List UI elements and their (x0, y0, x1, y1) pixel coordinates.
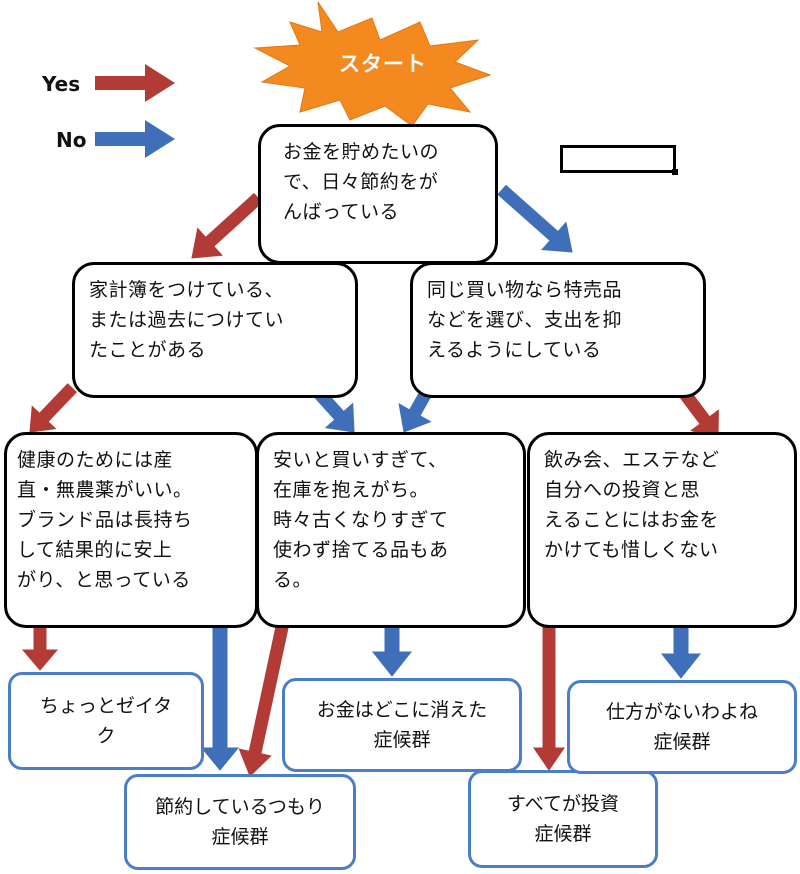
result-slight-luxury: ちょっとゼイタ ク (8, 672, 204, 770)
no-legend-label: No (56, 128, 87, 152)
arrow-health-no (200, 627, 240, 771)
empty-box (560, 145, 678, 175)
arrow-health-yes (21, 627, 59, 671)
result-where-money-went: お金はどこに消えた 症候群 (282, 678, 522, 772)
arrow-savings-no (497, 184, 573, 253)
result-pretend-saver: 節約しているつもり 症候群 (124, 774, 356, 870)
question-sale-items: 同じ買い物なら特売品 などを選び、支出を抑 えるようにしている (410, 262, 706, 398)
result-all-investment: すべてが投資 症候群 (468, 770, 658, 868)
arrow-investment-no (660, 627, 702, 679)
arrow-overbuying-yes (238, 616, 291, 777)
yes-legend-label: Yes (42, 72, 81, 96)
question-self-investment: 飲み会、エステなど 自分への投資と思 えることにはお金を かけても惜しくない (527, 432, 797, 628)
start-label: スタート (339, 52, 427, 76)
arrow-overbuying-no (371, 627, 413, 677)
arrow-investment-yes (533, 619, 565, 771)
arrow-ledger-yes (29, 383, 78, 433)
yes-legend-arrow (95, 64, 175, 102)
question-overbuying: 安いと買いすぎて、 在庫を抱えがち。 時々古くなりすぎて 使わず捨てる品もあ る… (256, 432, 526, 628)
no-legend-arrow (95, 120, 175, 158)
arrow-savings-yes (191, 192, 263, 259)
result-unavoidable: 仕方がないわよね 症候群 (567, 680, 797, 774)
question-household-ledger: 家計簿をつけている、 または過去につけてい たことがある (72, 262, 358, 398)
question-health-brand: 健康のためには産 直・無農薬がいい。 ブランド品は長持ち して結果的に安上 がり… (4, 432, 258, 628)
question-savings: お金を貯めたいの で、日々節約をが んばっている (258, 124, 498, 264)
